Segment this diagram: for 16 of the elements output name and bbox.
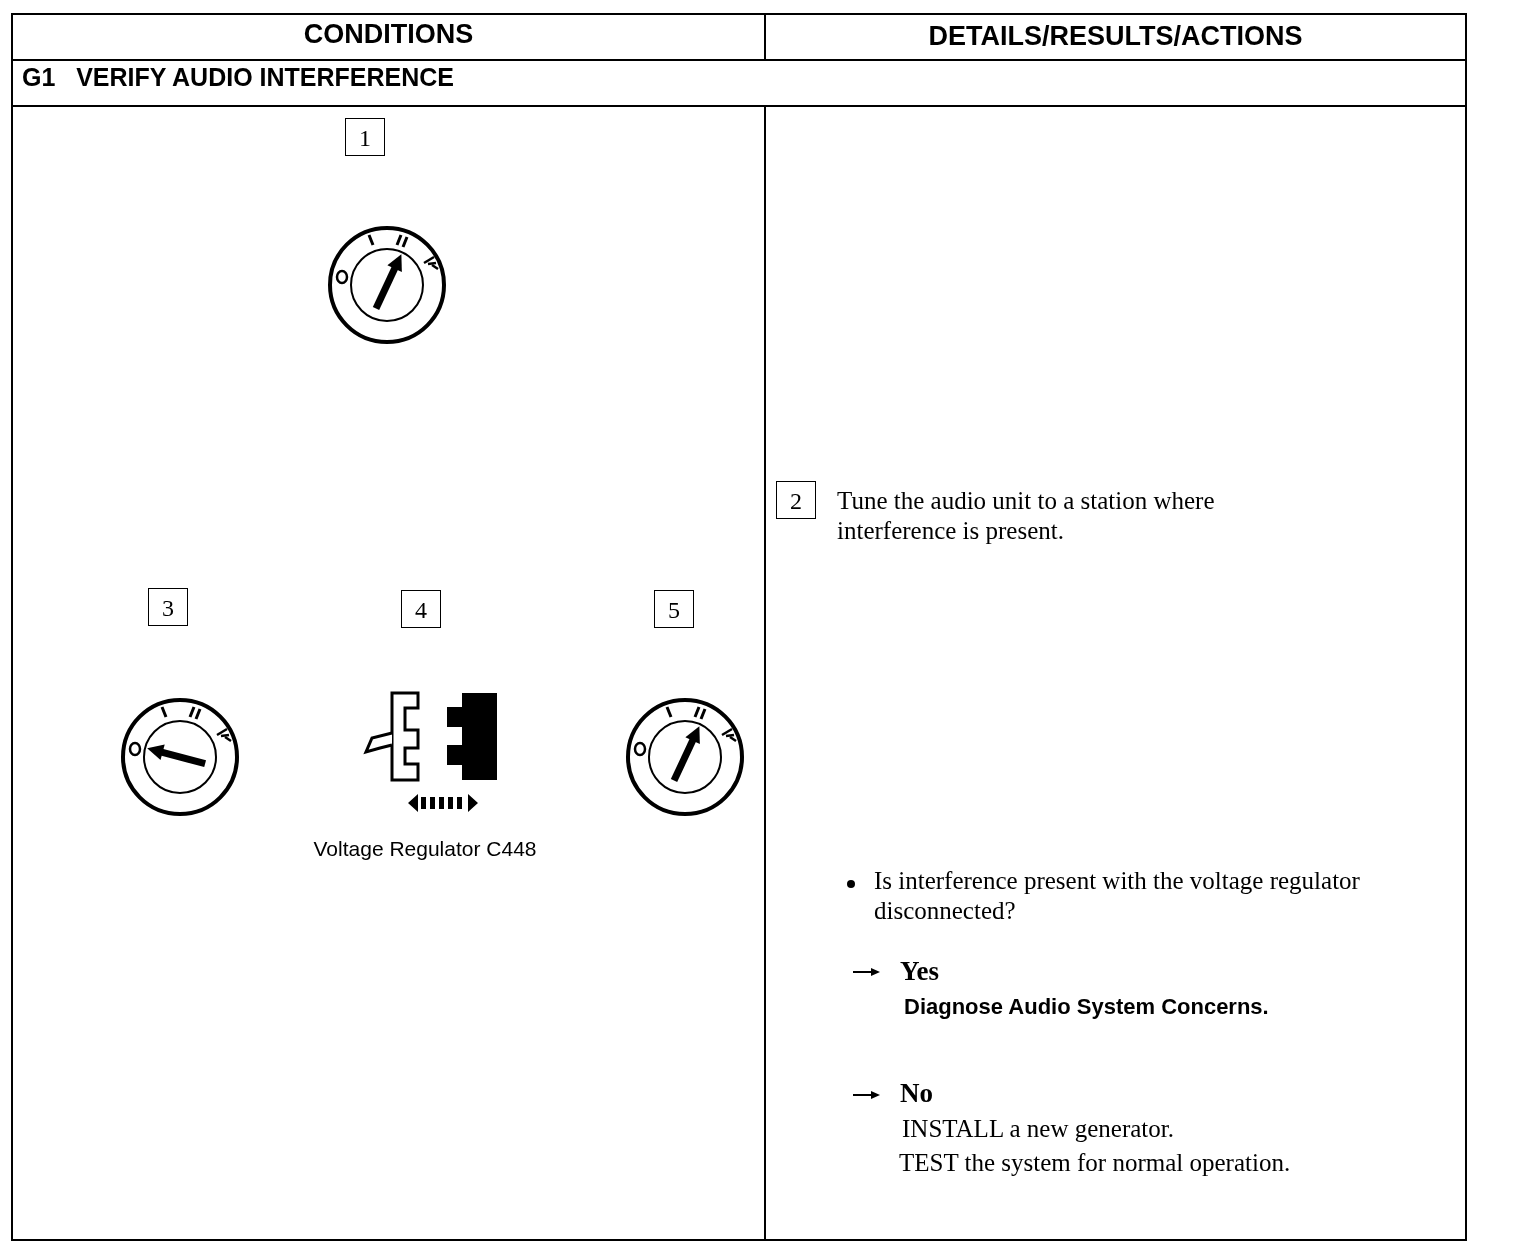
action-text: INSTALL a new generator. [902, 1114, 1175, 1144]
step-number: 1 [345, 118, 385, 156]
answer-label: No [900, 1077, 934, 1110]
step-number: 3 [148, 588, 188, 626]
column-header: CONDITIONS [302, 18, 475, 51]
part-caption: Voltage Regulator C448 [312, 836, 538, 862]
step-instruction: Tune the audio unit to a station where interference is present. [837, 486, 1216, 546]
action-text: TEST the system for normal operation. [899, 1148, 1292, 1178]
step-number: 2 [776, 481, 816, 519]
answer-label: Yes [900, 955, 940, 988]
section-heading: G1 VERIFY AUDIO INTERFERENCE [22, 62, 455, 92]
action-text: Diagnose Audio System Concerns. [904, 994, 1270, 1021]
question-text: Is interference present with the voltage regulator disconnected? [874, 866, 1361, 926]
step-number: 5 [654, 590, 694, 628]
step-number: 4 [401, 590, 441, 628]
column-header: DETAILS/RESULTS/ACTIONS [927, 20, 1304, 53]
